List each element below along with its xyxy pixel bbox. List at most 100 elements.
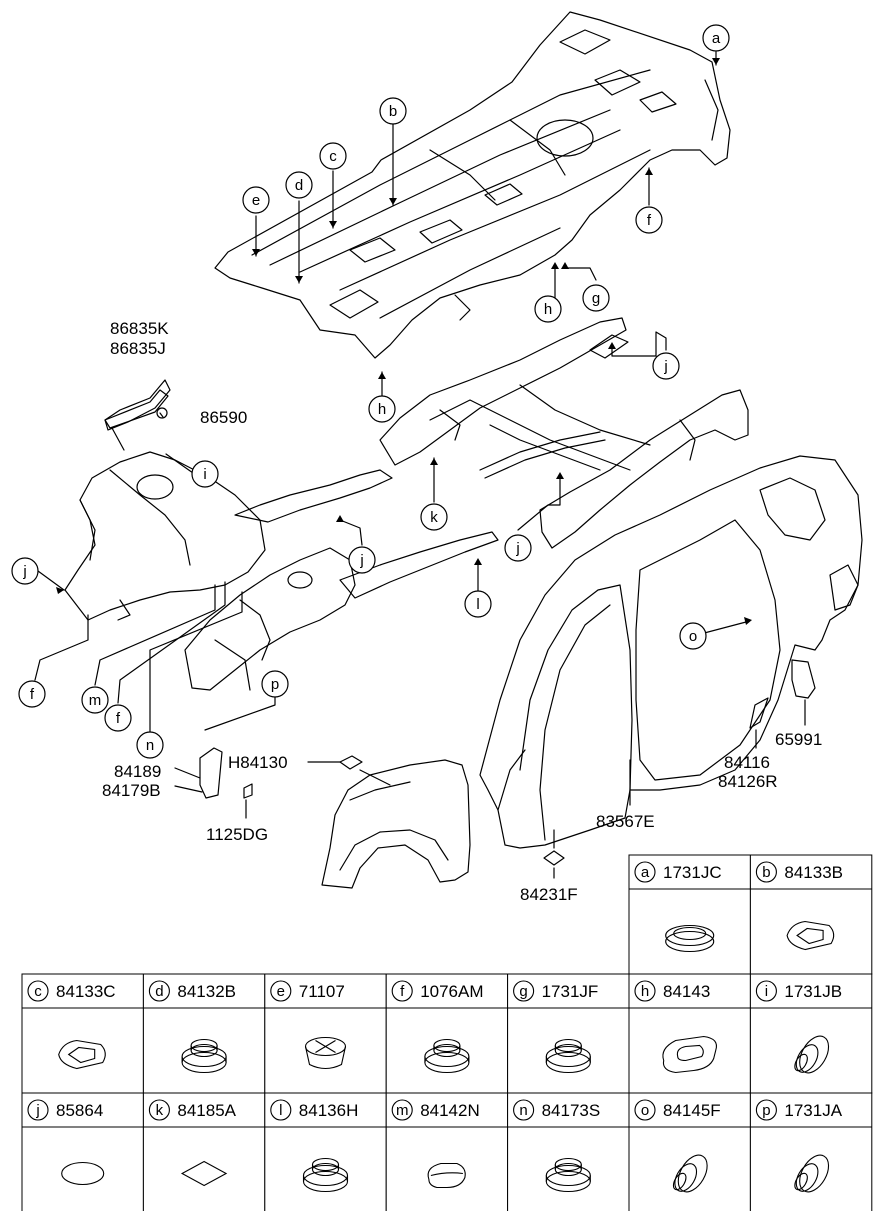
legend-letter-circle xyxy=(634,980,656,1002)
legend-letter: e xyxy=(277,983,285,1000)
legend-cell-border xyxy=(507,1092,630,1213)
callout-circle xyxy=(464,590,492,618)
legend-cell-n: n 84173S xyxy=(507,1092,630,1213)
legend-cell-l: l 84136H xyxy=(264,1092,387,1213)
callout-g: g xyxy=(582,284,610,312)
callout-letter: j xyxy=(515,540,519,557)
callout-letter: e xyxy=(252,192,260,209)
callout-circle xyxy=(348,546,376,574)
callout-c: c xyxy=(319,142,347,170)
legend-letter-circle xyxy=(634,861,656,883)
legend-cell-border xyxy=(749,973,873,1094)
callout-circle xyxy=(242,186,270,214)
callout-letter: f xyxy=(647,212,652,229)
part-label-65991: 65991 xyxy=(775,730,822,749)
callout-circle xyxy=(11,557,39,585)
callout-letter: d xyxy=(295,177,303,194)
legend-letter: d xyxy=(155,983,163,1000)
part-label-1125dg: 1125DG xyxy=(206,825,268,844)
side-plug-icon xyxy=(794,1035,830,1074)
cross-plug-icon xyxy=(304,1036,347,1070)
legend-cell-border xyxy=(21,1092,144,1213)
legend-part-code: 84136H xyxy=(299,1101,359,1120)
floor-panel-drawing xyxy=(214,11,731,359)
legend-part-code: 85864 xyxy=(56,1101,103,1120)
callout-circle xyxy=(420,503,448,531)
small-plug-icon xyxy=(427,1162,466,1189)
legend-letter: f xyxy=(400,983,405,1000)
arrow-marks xyxy=(56,58,752,625)
callout-circle xyxy=(368,395,396,423)
legend-letter-circle xyxy=(513,980,535,1002)
legend-letter: o xyxy=(641,1102,649,1119)
legend-part-code: 84133B xyxy=(784,863,843,882)
square-plug-icon xyxy=(58,1039,106,1070)
callout-f: f xyxy=(104,704,132,732)
callout-l: l xyxy=(464,590,492,618)
part-label-84116: 84116 xyxy=(724,753,770,772)
legend-letter-circle xyxy=(391,1099,413,1121)
legend-part-code: 1731JB xyxy=(784,982,842,1001)
part-label-h84130: H84130 xyxy=(228,753,288,772)
legend-cell-border xyxy=(264,1092,387,1213)
callout-h: h xyxy=(534,295,562,323)
rear-frame-drawing xyxy=(379,317,749,549)
part-label-84231f: 84231F xyxy=(520,885,578,904)
legend-cell-border xyxy=(264,973,387,1094)
legend-cell-border xyxy=(507,973,630,1094)
legend-letter-circle xyxy=(148,1099,170,1121)
callout-circle xyxy=(261,670,289,698)
stepped-plug-icon xyxy=(545,1038,591,1074)
legend-letter: p xyxy=(762,1102,770,1119)
legend-letter-circle xyxy=(513,1099,535,1121)
legend-letter-circle xyxy=(755,980,777,1002)
legend-part-code: 71107 xyxy=(299,982,345,1001)
callout-letter: j xyxy=(359,552,363,569)
callout-letter: j xyxy=(22,563,26,580)
callout-letter: l xyxy=(476,596,479,613)
callout-letter: i xyxy=(203,466,206,483)
legend-letter-circle xyxy=(27,980,49,1002)
legend-cell-border xyxy=(385,973,509,1094)
legend-cell-f: f 1076AM xyxy=(385,973,509,1094)
callout-d: d xyxy=(285,171,313,199)
legend-letter-circle xyxy=(148,980,170,1002)
legend-letter: c xyxy=(34,983,42,1000)
callout-circle xyxy=(136,731,164,759)
callout-letter: f xyxy=(30,686,35,703)
flat-oval-icon xyxy=(61,1161,105,1186)
callout-n: n xyxy=(136,731,164,759)
callout-o: o xyxy=(679,622,707,650)
legend-part-code: 1076AM xyxy=(420,982,483,1001)
callout-letter: p xyxy=(271,676,279,693)
callout-circle xyxy=(582,284,610,312)
legend-letter: n xyxy=(519,1102,527,1119)
legend-letter: m xyxy=(396,1102,409,1119)
round-plug-icon xyxy=(665,924,715,953)
callout-p: p xyxy=(261,670,289,698)
legend-part-code: 84173S xyxy=(542,1101,601,1120)
legend-letter: l xyxy=(279,1102,282,1119)
callout-j: j xyxy=(11,557,39,585)
callout-i: i xyxy=(191,460,219,488)
stepped-plug-icon xyxy=(302,1157,349,1193)
side-plug-icon xyxy=(794,1154,830,1193)
callout-circle xyxy=(504,534,532,562)
stepped-plug-icon xyxy=(545,1157,591,1193)
callout-letter: j xyxy=(663,358,667,375)
legend-cell-border xyxy=(385,1092,509,1213)
callout-letter: m xyxy=(89,692,102,709)
legend-letter-circle xyxy=(634,1099,656,1121)
legend-part-code: 1731JA xyxy=(784,1101,842,1120)
leader-lines xyxy=(34,51,806,879)
legend-letter: h xyxy=(641,983,649,1000)
legend-cell-border xyxy=(628,854,751,975)
legend-letter: k xyxy=(156,1102,164,1119)
callout-circle xyxy=(104,704,132,732)
legend-part-code: 1731JF xyxy=(542,982,599,1001)
callout-f: f xyxy=(635,206,663,234)
